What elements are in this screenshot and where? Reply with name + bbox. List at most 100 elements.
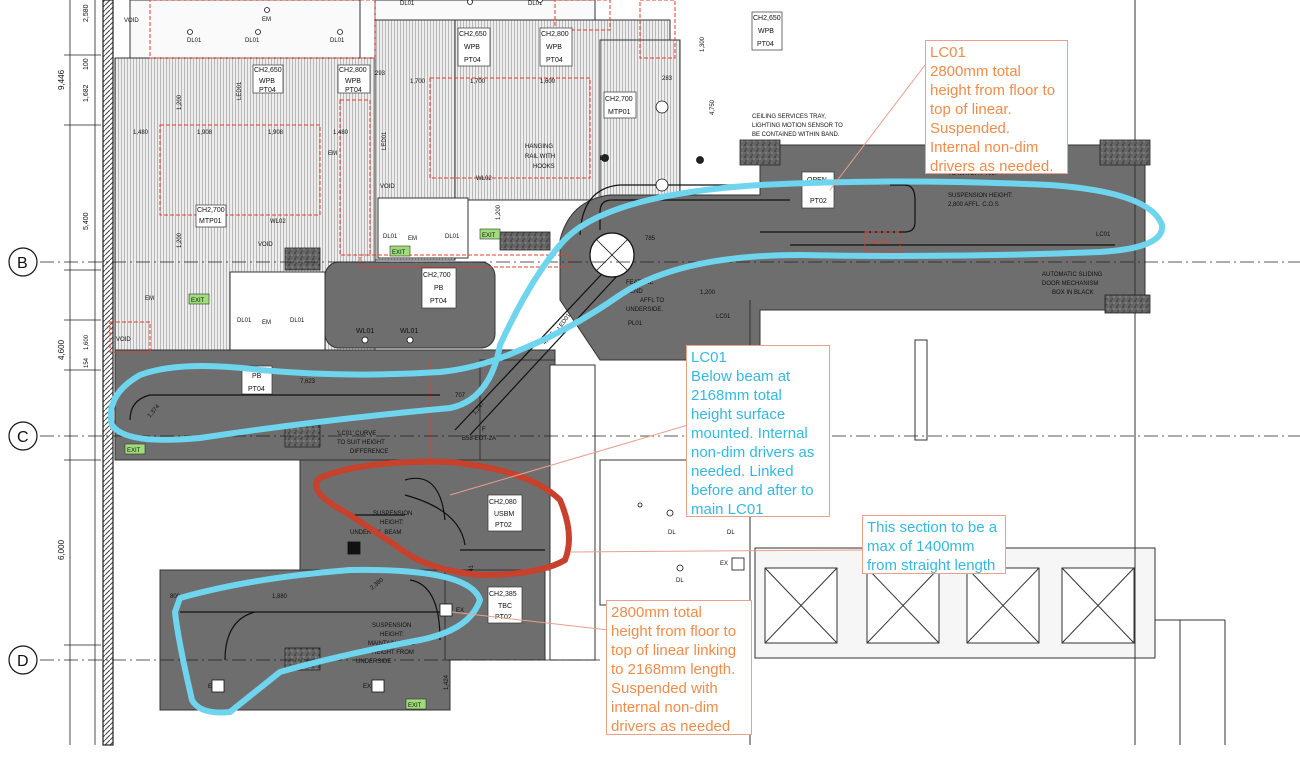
note-leader-lines	[449, 64, 926, 631]
svg-text:B58-EOT-2A: B58-EOT-2A	[462, 436, 496, 442]
svg-text:1,480: 1,480	[133, 130, 149, 136]
svg-text:DL01: DL01	[245, 38, 260, 44]
svg-text:EXIT: EXIT	[408, 703, 422, 709]
grid-label-c: C	[17, 429, 29, 446]
svg-text:TO MATCH PT02.: TO MATCH PT02.	[948, 171, 997, 177]
svg-text:1,200: 1,200	[177, 232, 183, 248]
grid-label-d: D	[17, 653, 29, 670]
dim-left-a: 2,580	[83, 4, 90, 22]
svg-text:HOOKS: HOOKS	[533, 164, 555, 170]
room-tag: CH2,650 WPB PT04	[457, 27, 491, 67]
svg-text:CH2,800: CH2,800	[339, 67, 367, 74]
svg-text:1,200: 1,200	[700, 290, 716, 296]
dim-left-d: 100	[83, 58, 90, 70]
void-label: VOID	[258, 242, 273, 248]
svg-text:CH2,650: CH2,650	[254, 67, 282, 74]
svg-text:WL02: WL02	[270, 219, 286, 225]
svg-text:SUSPENSION: SUSPENSION	[372, 623, 411, 629]
svg-text:DL01: DL01	[528, 1, 543, 7]
room-tag: CH2,650 WPB PT04	[751, 11, 783, 51]
void-label: VOID	[116, 337, 131, 343]
svg-text:PT02: PT02	[810, 198, 827, 205]
dim-left-c: 1,682	[83, 84, 90, 102]
svg-text:CH2,700: CH2,700	[605, 96, 633, 103]
svg-text:PT04: PT04	[430, 298, 447, 305]
red-markup-loop	[312, 458, 572, 578]
svg-text:CH2,700: CH2,700	[423, 272, 451, 279]
svg-text:LED01: LED01	[382, 131, 388, 150]
svg-text:785: 785	[645, 236, 656, 242]
void-label: VOID	[380, 184, 395, 190]
svg-text:EX: EX	[720, 561, 728, 567]
svg-text:UNDERSIDE: UNDERSIDE	[356, 659, 391, 665]
svg-text:HANGING: HANGING	[525, 144, 553, 150]
svg-text:WPB: WPB	[758, 28, 774, 35]
svg-text:DL01: DL01	[445, 234, 460, 240]
svg-text:PT04: PT04	[259, 87, 276, 94]
svg-text:1,700: 1,700	[410, 79, 426, 85]
dim-left-e: 5,400	[83, 212, 90, 230]
svg-text:MTP01: MTP01	[199, 218, 222, 225]
svg-text:1,200: 1,200	[177, 94, 183, 110]
svg-text:EX: EX	[456, 608, 464, 614]
note-section-max: This section to be a max of 1400mm from …	[862, 515, 1006, 574]
dimension-numbers: 1,480 1,908 1,908 1,480 1,700 1,700 1,60…	[133, 36, 890, 690]
svg-text:WPB: WPB	[546, 44, 562, 51]
svg-text:EX: EX	[363, 684, 371, 690]
svg-text:PT04: PT04	[546, 57, 563, 64]
svg-text:PL01: PL01	[628, 321, 643, 327]
svg-text:DL01: DL01	[330, 38, 345, 44]
svg-text:DL: DL	[676, 578, 684, 584]
svg-text:4,750: 4,750	[710, 99, 716, 115]
svg-text:EM: EM	[262, 17, 271, 23]
svg-text:DL01: DL01	[187, 38, 202, 44]
svg-text:TO SUIT HEIGHT: TO SUIT HEIGHT	[337, 440, 385, 446]
svg-text:BE CONTAINED WITHIN BAND.: BE CONTAINED WITHIN BAND.	[752, 132, 840, 138]
svg-text:WPB: WPB	[259, 78, 275, 85]
svg-text:LED01: LED01	[237, 81, 243, 100]
svg-text:WL01: WL01	[400, 328, 418, 335]
svg-text:1,600: 1,600	[540, 79, 556, 85]
svg-text:CEILING SERVICES TRAY,: CEILING SERVICES TRAY,	[752, 114, 826, 120]
room-tag: CH2,700 PB PT04	[421, 267, 457, 309]
svg-text:PT04: PT04	[464, 57, 481, 64]
left-dimension-lines	[64, 0, 101, 745]
svg-text:1,424: 1,424	[444, 674, 450, 690]
svg-text:DL01: DL01	[290, 318, 305, 324]
room-tag: CH2,700 MTP01	[603, 91, 637, 119]
svg-text:LC01: LC01	[1096, 232, 1111, 238]
svg-text:SUSPENSION: SUSPENSION	[373, 511, 412, 517]
svg-text:TBC: TBC	[498, 603, 512, 610]
svg-text:EM: EM	[328, 151, 337, 157]
svg-text:DOOR MECHANISM: DOOR MECHANISM	[1042, 281, 1098, 287]
svg-text:DL: DL	[727, 530, 735, 536]
svg-text:800: 800	[170, 594, 181, 600]
svg-text:HEIGHT FROM: HEIGHT FROM	[372, 650, 414, 656]
svg-text:USBM: USBM	[494, 511, 514, 518]
svg-text:UNDERSIDE.: UNDERSIDE.	[626, 307, 663, 313]
svg-text:RAIL WITH: RAIL WITH	[525, 154, 555, 160]
svg-text:PEND: PEND	[626, 289, 643, 295]
grid-lines	[40, 261, 1300, 661]
note-lc01-suspended: LC01 2800mm total height from floor to t…	[925, 40, 1068, 175]
svg-text:1,480: 1,480	[333, 130, 349, 136]
svg-text:HEIGHT:: HEIGHT:	[380, 520, 404, 526]
svg-text:CH2,700: CH2,700	[197, 207, 225, 214]
svg-text:LIGHTING MOTION SENSOR TO: LIGHTING MOTION SENSOR TO	[752, 123, 843, 129]
room-tag: CH2,800 WPB PT04	[539, 27, 573, 67]
svg-text:WPB: WPB	[464, 44, 480, 51]
dim-left-i: 6,000	[57, 539, 66, 560]
svg-text:BOX IN BLACK: BOX IN BLACK	[1052, 290, 1094, 296]
svg-text:1,200: 1,200	[496, 204, 502, 220]
svg-text:CH2,650: CH2,650	[459, 31, 487, 38]
svg-text:EXIT: EXIT	[127, 448, 141, 454]
svg-text:283: 283	[662, 76, 673, 82]
svg-text:241: 241	[469, 564, 475, 575]
svg-text:1,700: 1,700	[470, 79, 486, 85]
svg-text:DL01: DL01	[237, 318, 252, 324]
svg-text:293: 293	[375, 71, 386, 77]
svg-text:PT04: PT04	[345, 87, 362, 94]
svg-text:1,880: 1,880	[272, 594, 288, 600]
dim-left-g: 154	[84, 357, 90, 368]
